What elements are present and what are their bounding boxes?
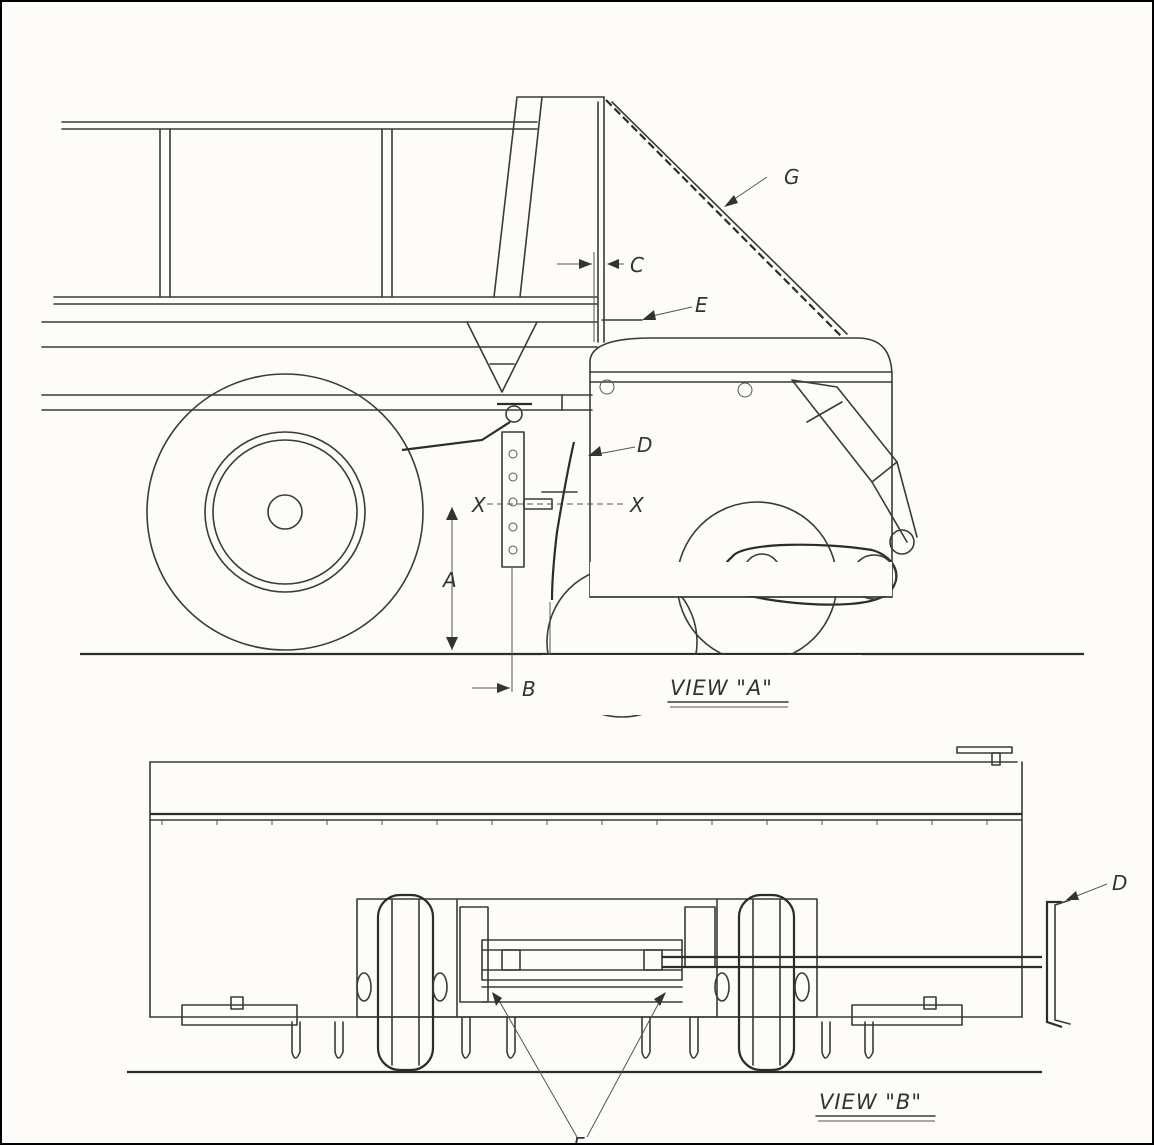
- label-f: F: [573, 1133, 585, 1143]
- view-b-caption: VIEW "B": [819, 1090, 922, 1114]
- skid-left: [181, 1004, 298, 1026]
- label-g: G: [784, 165, 800, 189]
- label-x-left: X: [471, 493, 487, 517]
- chain-g: [605, 99, 843, 338]
- label-d: D: [637, 433, 652, 457]
- pointer-f-left: [496, 996, 578, 1138]
- spout: [791, 379, 898, 483]
- lever-d-end: [1045, 900, 1063, 1029]
- wheel-right: [737, 893, 796, 1072]
- wheel-hub: [267, 494, 303, 530]
- rivet-row: [161, 820, 988, 825]
- pointer-d-b: [1073, 883, 1108, 898]
- pointer-d: [597, 446, 636, 455]
- hitch-plate: [501, 431, 525, 568]
- skid-right: [851, 1004, 963, 1026]
- hopper-slope: [493, 96, 543, 298]
- pointer-e: [651, 306, 693, 317]
- hitch-pin: [505, 405, 523, 423]
- filler-cap: [956, 746, 1013, 754]
- label-e: E: [695, 293, 708, 317]
- draw-bar: [401, 421, 511, 452]
- shaft-assembly: [481, 939, 683, 981]
- label-x-right: X: [629, 493, 645, 517]
- wagon-wheel: [146, 373, 424, 651]
- label-b: B: [522, 677, 536, 701]
- tines: [291, 1016, 874, 1059]
- label-d-b: D: [1112, 871, 1127, 895]
- lever-d: [550, 441, 576, 601]
- pointer-f-right: [586, 996, 663, 1138]
- label-a: A: [441, 568, 457, 592]
- view-a-diagram: G C E D X X A B VIEW "A": [41, 96, 1084, 718]
- label-c: C: [630, 253, 644, 277]
- wheel-left: [376, 893, 435, 1072]
- view-a-caption: VIEW "A": [670, 676, 773, 700]
- view-b-diagram: D F VIEW "B": [127, 746, 1127, 1143]
- hitch-bracket: [466, 321, 538, 393]
- machine-body: [589, 337, 893, 598]
